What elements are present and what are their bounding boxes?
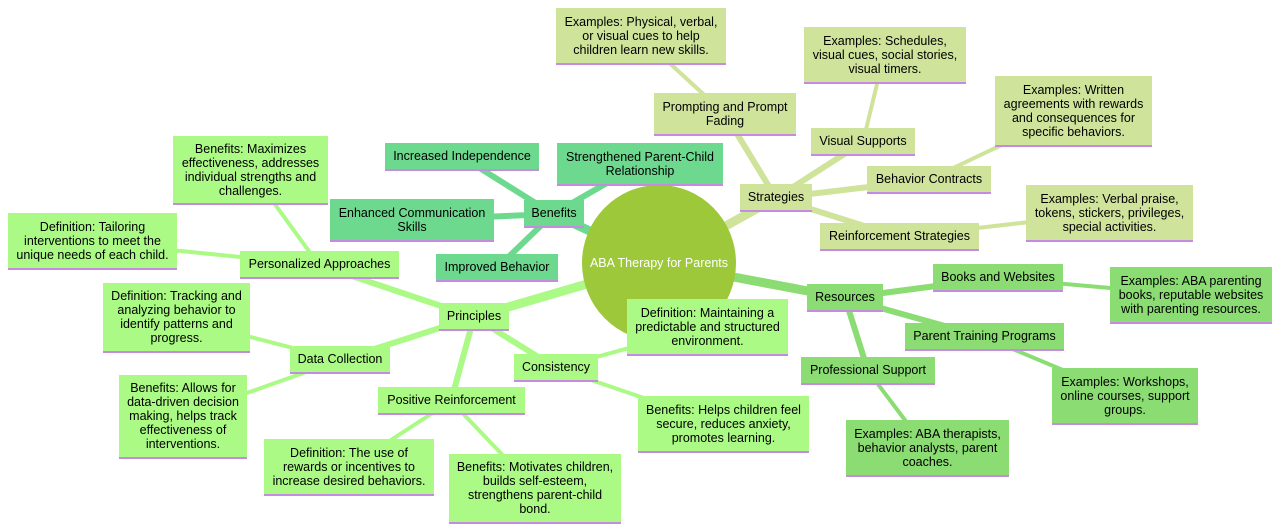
- benefit-independence: Increased Independence: [385, 143, 539, 171]
- strategy-prompting: Prompting and Prompt Fading: [654, 93, 796, 136]
- principles-node: Principles: [439, 303, 509, 331]
- strategies-node: Strategies: [740, 184, 812, 212]
- strategy-reinforcement-example: Examples: Verbal praise, tokens, sticker…: [1026, 185, 1193, 242]
- resource-books: Books and Websites: [933, 264, 1063, 292]
- strategy-prompting-example: Examples: Physical, verbal, or visual cu…: [556, 8, 726, 65]
- benefit-relationship: Strengthened Parent-Child Relationship: [557, 143, 723, 186]
- principle-positive-benefits: Benefits: Motivates children, builds sel…: [449, 454, 621, 524]
- principle-consistency: Consistency: [514, 354, 598, 382]
- strategy-contracts: Behavior Contracts: [867, 166, 991, 194]
- benefit-behavior: Improved Behavior: [436, 254, 558, 282]
- strategy-visual: Visual Supports: [811, 128, 915, 156]
- principle-positive-definition: Definition: The use of rewards or incent…: [264, 439, 434, 496]
- benefit-communication: Enhanced Communication Skills: [330, 199, 494, 242]
- root-label: ABA Therapy for Parents: [589, 256, 729, 270]
- strategy-reinforcement: Reinforcement Strategies: [820, 223, 979, 251]
- resource-professional-example: Examples: ABA therapists, behavior analy…: [846, 420, 1009, 477]
- principle-positive: Positive Reinforcement: [378, 387, 525, 415]
- principle-consistency-benefits: Benefits: Helps children feel secure, re…: [638, 396, 809, 453]
- principle-consistency-definition: Definition: Maintaining a predictable an…: [627, 299, 788, 356]
- principle-data: Data Collection: [290, 346, 390, 374]
- principle-personalized: Personalized Approaches: [240, 251, 399, 279]
- resource-books-example: Examples: ABA parenting books, reputable…: [1110, 267, 1272, 324]
- resource-training: Parent Training Programs: [905, 323, 1064, 351]
- strategy-visual-example: Examples: Schedules, visual cues, social…: [804, 27, 966, 84]
- benefits-node: Benefits: [524, 200, 584, 228]
- strategy-contracts-example: Examples: Written agreements with reward…: [995, 76, 1152, 147]
- resource-professional: Professional Support: [801, 357, 935, 385]
- resources-node: Resources: [807, 284, 883, 312]
- resource-training-example: Examples: Workshops, online courses, sup…: [1052, 368, 1198, 425]
- principle-data-benefits: Benefits: Allows for data-driven decisio…: [119, 375, 247, 459]
- principle-data-definition: Definition: Tracking and analyzing behav…: [103, 283, 250, 353]
- principle-personalized-benefits: Benefits: Maximizes effectiveness, addre…: [173, 136, 328, 205]
- principle-personalized-definition: Definition: Tailoring interventions to m…: [8, 213, 177, 270]
